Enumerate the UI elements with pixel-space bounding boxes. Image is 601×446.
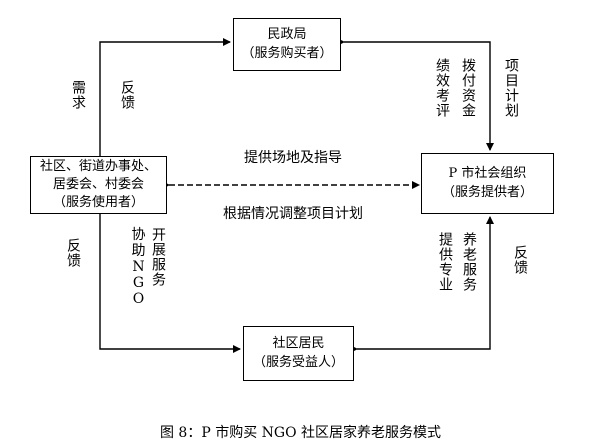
- node-community-line2: 居委会、村委会: [52, 177, 144, 192]
- label-performance: 绩效考评: [434, 58, 450, 118]
- label-launch-service: 开展服务: [150, 227, 166, 287]
- node-mca-line1: 民政局: [267, 27, 307, 42]
- arrow-community-residents: [96, 207, 241, 353]
- node-residents-line2: （服务受益人）: [252, 355, 344, 370]
- node-org-line2: （服务提供者）: [441, 185, 533, 200]
- label-venue: 提供场地及指导: [244, 150, 342, 166]
- label-assist-ngo: 协助NGO: [131, 227, 146, 307]
- label-feedback-bottom-left: 反馈: [65, 238, 81, 268]
- label-feedback-top-left: 反馈: [119, 80, 135, 110]
- arrow-residents-org: [350, 216, 494, 353]
- node-org: P 市社会组织 （服务提供者）: [421, 153, 554, 214]
- node-residents-line1: 社区居民: [272, 336, 325, 351]
- node-community-line3: （服务使用者）: [52, 195, 144, 210]
- label-project-plan: 项目计划: [503, 58, 519, 118]
- label-adjust: 根据情况调整项目计划: [223, 206, 363, 222]
- node-org-line1: P 市社会组织: [448, 166, 527, 181]
- arrow-community-mca: [96, 38, 231, 164]
- node-mca: 民政局 （服务购买者）: [233, 18, 341, 71]
- label-funding: 拨付资金: [460, 58, 476, 118]
- arrow-mca-org: [337, 38, 494, 151]
- label-professional: 提供专业: [437, 232, 453, 292]
- node-community-line1: 社区、街道办事处、: [39, 159, 157, 174]
- label-feedback-bottom-right: 反馈: [512, 245, 528, 275]
- label-demand: 需求: [70, 80, 86, 110]
- label-elderly-service: 养老服务: [461, 232, 477, 292]
- figure-caption: 图 8：P 市购买 NGO 社区居家养老服务模式: [159, 425, 442, 441]
- node-residents: 社区居民 （服务受益人）: [243, 326, 354, 381]
- node-community: 社区、街道办事处、 居委会、村委会 （服务使用者）: [30, 156, 167, 214]
- node-mca-line2: （服务购买者）: [241, 46, 333, 61]
